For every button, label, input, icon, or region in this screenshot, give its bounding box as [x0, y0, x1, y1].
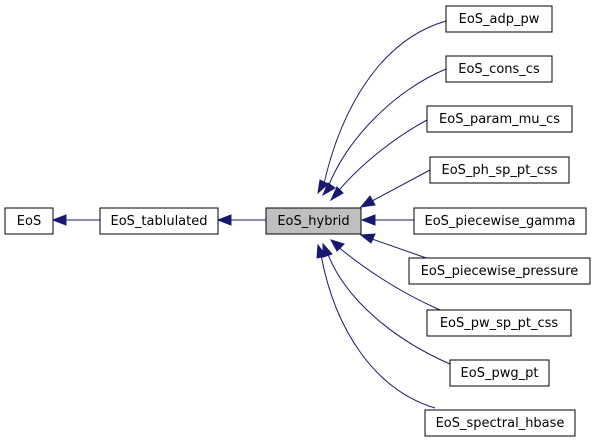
- node-eos-hybrid-label: EoS_hybrid: [277, 214, 349, 229]
- edge-spectral-hbase-to-hybrid: [316, 243, 436, 409]
- node-eos-cons-cs-label: EoS_cons_cs: [458, 62, 540, 77]
- node-eos-tablulated-label: EoS_tablulated: [110, 214, 207, 229]
- edge-cons-cs-to-hybrid: [321, 68, 447, 197]
- edge-hybrid-to-tablulated: [216, 214, 266, 226]
- node-eos-param-mu-cs-label: EoS_param_mu_cs: [439, 112, 560, 127]
- node-eos-ph-sp-pt-css-label: EoS_ph_sp_pt_css: [442, 163, 558, 178]
- edge-piecewise-gamma-to-hybrid: [360, 214, 414, 226]
- node-eos-pwg-pt[interactable]: EoS_pwg_pt: [449, 359, 550, 387]
- node-eos-label: EoS: [17, 214, 41, 229]
- node-eos-tablulated[interactable]: EoS_tablulated: [99, 207, 219, 235]
- node-eos-pw-sp-pt-css-label: EoS_pw_sp_pt_css: [440, 316, 559, 331]
- node-eos-pwg-pt-label: EoS_pwg_pt: [461, 366, 539, 381]
- node-eos-piecewise-gamma[interactable]: EoS_piecewise_gamma: [413, 207, 587, 235]
- node-eos-cons-cs[interactable]: EoS_cons_cs: [445, 55, 553, 83]
- edge-adp-pw-to-hybrid: [317, 20, 447, 195]
- node-eos-piecewise-gamma-label: EoS_piecewise_gamma: [425, 214, 576, 229]
- node-eos-spectral-hbase[interactable]: EoS_spectral_hbase: [424, 409, 576, 437]
- node-eos-ph-sp-pt-css[interactable]: EoS_ph_sp_pt_css: [429, 156, 570, 184]
- node-eos-spectral-hbase-label: EoS_spectral_hbase: [436, 416, 565, 431]
- node-eos-adp-pw[interactable]: EoS_adp_pw: [445, 5, 553, 33]
- node-eos-piecewise-pressure-label: EoS_piecewise_pressure: [421, 264, 579, 279]
- node-eos-param-mu-cs[interactable]: EoS_param_mu_cs: [426, 105, 573, 133]
- node-eos[interactable]: EoS: [4, 207, 54, 235]
- node-eos-adp-pw-label: EoS_adp_pw: [459, 12, 540, 27]
- node-eos-piecewise-pressure[interactable]: EoS_piecewise_pressure: [408, 257, 591, 285]
- node-eos-hybrid: EoS_hybrid: [265, 207, 362, 235]
- edge-tablulated-to-eos: [51, 214, 100, 226]
- edge-piecewise-pressure-to-hybrid: [359, 233, 433, 261]
- edge-pw-sp-pt-css-to-hybrid: [329, 239, 441, 311]
- node-eos-pw-sp-pt-css[interactable]: EoS_pw_sp_pt_css: [426, 309, 572, 337]
- edge-pwg-pt-to-hybrid: [322, 242, 451, 365]
- edge-ph-sp-pt-css-to-hybrid: [359, 169, 431, 208]
- edge-param-mu-cs-to-hybrid: [329, 119, 428, 202]
